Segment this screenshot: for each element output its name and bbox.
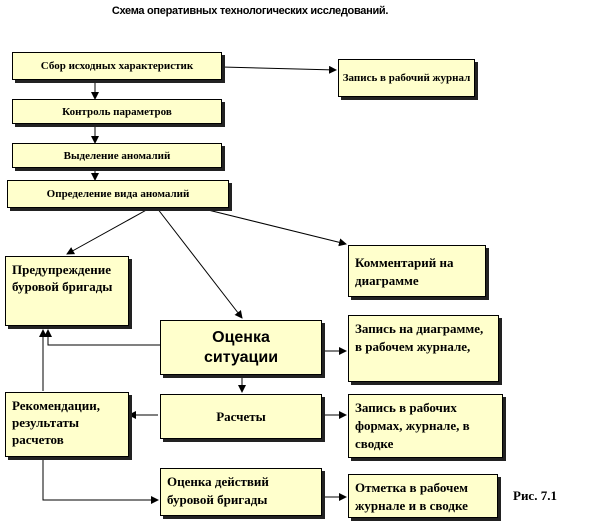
box-rekomendacii[interactable]: Рекомендации, результаты расчетов xyxy=(5,392,129,457)
box-sbor[interactable]: Сбор исходных характеристик xyxy=(12,52,222,80)
box-kommentariy-label: Комментарий на диаграмме xyxy=(355,255,454,288)
arrow-ocenka-to-preduprezhdenie xyxy=(44,329,160,346)
arrow-opredelenie-to-ocenka xyxy=(156,207,243,319)
box-ocenka-situacii-label: Оценка ситуации xyxy=(203,328,279,366)
box-zapis-formy-label: Запись в рабочих формах, журнале, в свод… xyxy=(355,400,470,451)
arrow-rekomendacii-to-ocenka-deystviy xyxy=(42,457,159,504)
box-sbor-label: Сбор исходных характеристик xyxy=(40,60,194,72)
box-ocenka-situacii[interactable]: Оценка ситуации xyxy=(160,320,322,375)
box-preduprezhdenie-label: Предупреждение буровой бригады xyxy=(12,262,113,294)
box-otmetka[interactable]: Отметка в рабочем журнале и в сводке xyxy=(348,474,498,518)
box-raschety-label: Расчеты xyxy=(216,408,266,424)
box-vydelenie-label: Выделение аномалий xyxy=(63,149,171,162)
box-ocenka-deystviy-label: Оценка действий буровой бригады xyxy=(167,474,269,507)
box-opredelenie[interactable]: Определение вида аномалий xyxy=(7,180,229,208)
box-raschety[interactable]: Расчеты xyxy=(160,394,322,439)
box-kontrol[interactable]: Контроль параметров xyxy=(12,99,222,124)
box-vydelenie[interactable]: Выделение аномалий xyxy=(12,143,222,168)
arrow-sbor-to-zapis xyxy=(221,65,337,74)
box-zapis-formy[interactable]: Запись в рабочих формах, журнале, в свод… xyxy=(348,394,503,458)
box-opredelenie-label: Определение вида аномалий xyxy=(46,188,190,200)
box-zapis-diagramma-label: Запись на диаграмме, в рабочем журнале, xyxy=(355,321,484,354)
box-zapis-diagramma[interactable]: Запись на диаграмме, в рабочем журнале, xyxy=(348,315,499,382)
arrow-opredelenie-to-kommentariy xyxy=(199,207,347,247)
box-rekomendacii-label: Рекомендации, результаты расчетов xyxy=(12,398,101,447)
diagram-title: Схема оперативных технологических исслед… xyxy=(111,5,389,17)
arrow-opredelenie-to-preduprezhdenie xyxy=(66,207,151,255)
figure-label: Рис. 7.1 xyxy=(513,488,557,503)
box-otmetka-label: Отметка в рабочем журнале и в сводке xyxy=(355,480,469,513)
box-preduprezhdenie[interactable]: Предупреждение буровой бригады xyxy=(5,256,129,326)
box-ocenka-deystviy[interactable]: Оценка действий буровой бригады xyxy=(160,468,322,516)
box-kontrol-label: Контроль параметров xyxy=(62,105,172,118)
box-zapis-journal[interactable]: Запись в рабочий журнал xyxy=(338,59,475,97)
box-zapis-journal-label: Запись в рабочий журнал xyxy=(342,72,471,84)
box-kommentariy[interactable]: Комментарий на диаграмме xyxy=(348,245,486,297)
